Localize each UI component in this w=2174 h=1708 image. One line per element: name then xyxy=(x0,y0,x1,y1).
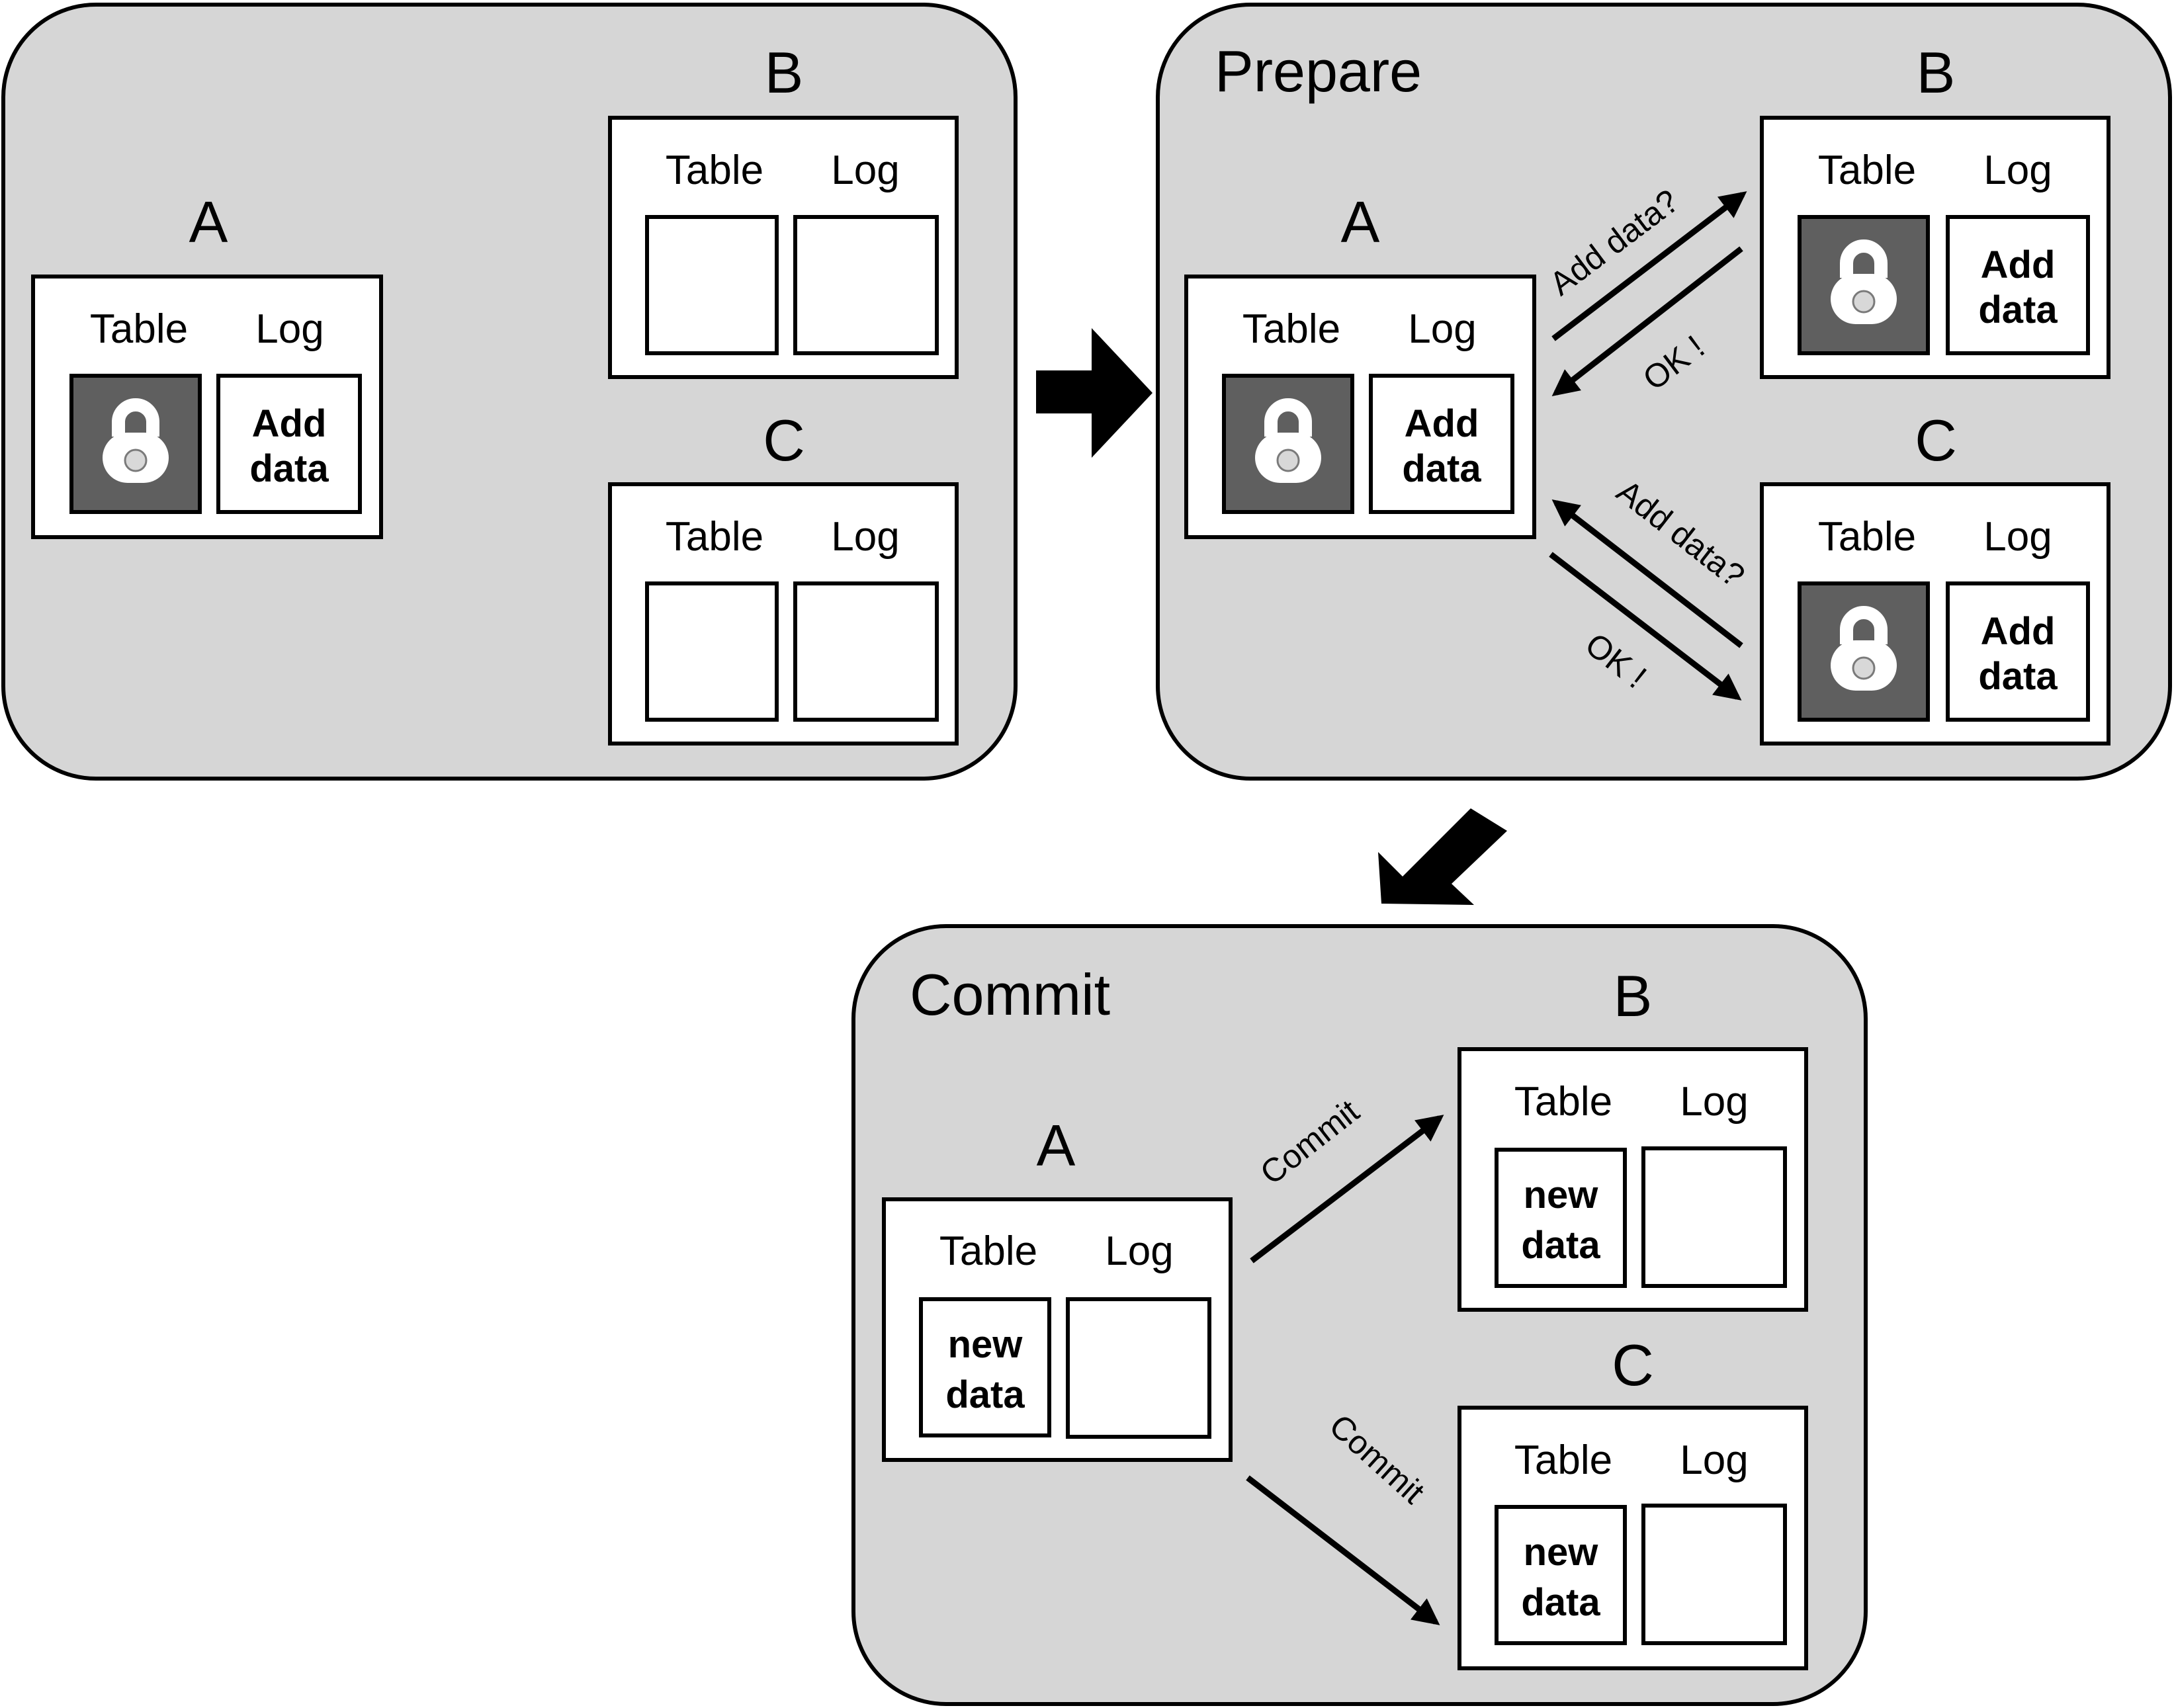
arrow-commit-a-to-c xyxy=(1246,1475,1440,1625)
panel-commit: Commit A Table Log new data B Table Log … xyxy=(851,924,1868,1706)
log-slot xyxy=(216,374,362,514)
node-label: C xyxy=(1915,407,1957,473)
flow-arrow-down-left-icon xyxy=(1378,808,1507,905)
table-slot-locked xyxy=(1798,215,1930,355)
node-b: B Table Log new data xyxy=(1457,963,1808,1312)
node-a: A Table Log Add data xyxy=(31,189,383,539)
arrow-commit-a-to-b xyxy=(1250,1115,1444,1263)
node-a: A Table Log new data xyxy=(882,1113,1233,1462)
arrow-c-to-a xyxy=(1551,499,1743,648)
log-slot xyxy=(1946,215,2090,355)
log-slot xyxy=(1369,374,1514,514)
table-slot xyxy=(1495,1148,1627,1288)
log-header: Log xyxy=(1983,148,2052,193)
table-slot xyxy=(645,215,779,355)
table-header: Table xyxy=(1818,514,1916,560)
table-entry-line2: data xyxy=(1521,1224,1600,1267)
flow-arrow-right-icon xyxy=(1036,328,1152,458)
node-c: C Table Log Add data xyxy=(1760,407,2110,746)
log-entry-line2: data xyxy=(1978,288,2058,331)
table-entry-line2: data xyxy=(945,1373,1025,1416)
table-header: Table xyxy=(1242,306,1340,352)
log-entry-line1: Add xyxy=(1981,243,2056,286)
log-slot xyxy=(1946,581,2090,722)
log-header: Log xyxy=(1680,1079,1748,1125)
log-entry-line1: Add xyxy=(1981,610,2056,653)
log-header: Log xyxy=(1105,1228,1173,1274)
log-header: Log xyxy=(831,514,899,560)
table-header: Table xyxy=(1514,1437,1612,1483)
node-c: C Table Log xyxy=(608,407,959,746)
table-header: Table xyxy=(90,306,188,352)
node-b: B Table Log xyxy=(608,40,959,379)
table-header: Table xyxy=(666,514,763,560)
node-c: C Table Log new data xyxy=(1457,1332,1808,1670)
panel-prepare: Prepare A Table Log Add data B Table Log… xyxy=(1156,3,2172,781)
log-header: Log xyxy=(1408,306,1476,352)
panel-title: Commit xyxy=(910,962,1110,1027)
node-label: B xyxy=(1614,963,1653,1029)
table-header: Table xyxy=(666,148,763,193)
table-slot xyxy=(645,581,779,722)
log-header: Log xyxy=(255,306,324,352)
table-entry-line1: new xyxy=(948,1323,1023,1366)
log-entry-line1: Add xyxy=(1405,402,1479,445)
node-label: A xyxy=(1037,1113,1076,1178)
node-b: B Table Log Add data xyxy=(1760,40,2110,379)
node-label: C xyxy=(763,407,805,473)
log-slot xyxy=(1641,1504,1787,1645)
node-label: B xyxy=(1917,40,1956,105)
node-label: B xyxy=(765,40,804,105)
panel-title: Prepare xyxy=(1215,38,1422,104)
log-entry-line2: data xyxy=(1402,447,1481,490)
arrow-b-to-a xyxy=(1551,246,1743,396)
log-header: Log xyxy=(1680,1437,1748,1483)
log-slot xyxy=(1066,1297,1211,1439)
table-slot xyxy=(919,1297,1051,1437)
panel-initial: A Table Log Add data B Table Log C Table… xyxy=(1,3,1018,781)
table-header: Table xyxy=(1818,148,1916,193)
table-slot xyxy=(1495,1505,1627,1645)
log-header: Log xyxy=(831,148,899,193)
node-label: C xyxy=(1612,1332,1654,1398)
log-slot xyxy=(1641,1146,1787,1288)
table-header: Table xyxy=(1514,1079,1612,1125)
table-header: Table xyxy=(939,1228,1037,1274)
node-label: A xyxy=(189,189,228,255)
log-entry-line1: Add xyxy=(252,402,327,445)
table-entry-line1: new xyxy=(1524,1531,1599,1574)
node-a: A Table Log Add data xyxy=(1184,189,1536,539)
table-entry-line2: data xyxy=(1521,1581,1600,1624)
log-slot xyxy=(793,581,939,722)
log-entry-line2: data xyxy=(249,447,329,490)
table-entry-line1: new xyxy=(1524,1174,1599,1217)
log-slot xyxy=(793,215,939,355)
arrow-a-to-c xyxy=(1549,552,1742,701)
arrow-a-to-b xyxy=(1551,191,1747,341)
log-header: Log xyxy=(1983,514,2052,560)
log-entry-line2: data xyxy=(1978,655,2058,698)
node-label: A xyxy=(1341,189,1380,255)
